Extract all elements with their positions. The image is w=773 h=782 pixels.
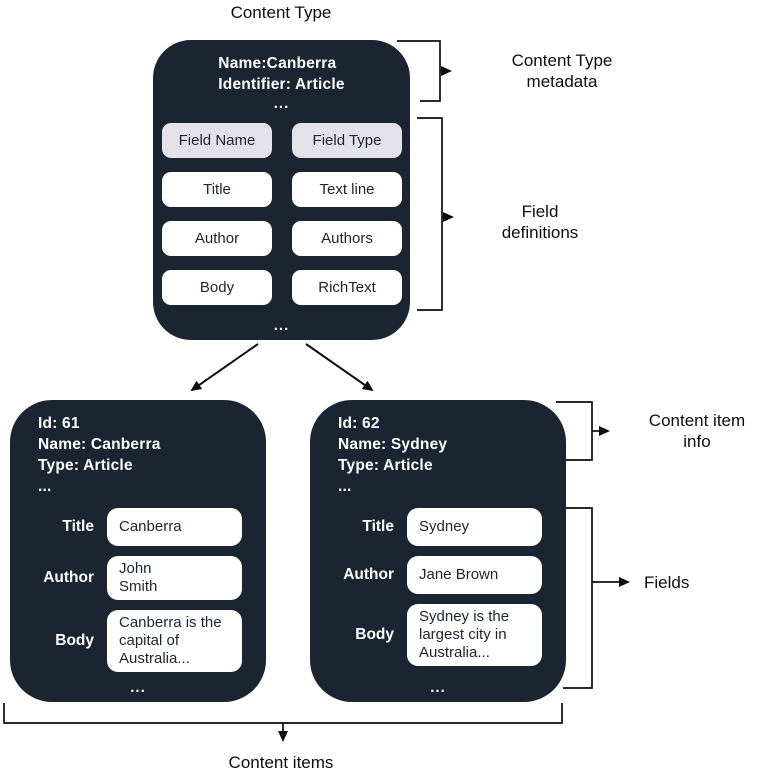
content-item-info-label: Content item info	[648, 411, 746, 451]
content-item-fields: Title Sydney Author Jane Brown Body Sydn…	[310, 508, 542, 666]
field-definitions-bracket	[417, 117, 443, 311]
content-type-meta-text: Name:Canberra Identifier: Article	[218, 55, 345, 93]
content-item-info-text: Id: 62 Name: Sydney Type: Article ...	[338, 415, 448, 495]
field-name-cell: Body	[162, 270, 272, 305]
field-row-title: Title Sydney	[310, 508, 542, 546]
field-value: Sydney	[407, 508, 542, 546]
metadata-ellipsis: ...	[273, 95, 290, 112]
field-value: Canberra	[107, 508, 242, 546]
content-item-card-sydney: Id: 62 Name: Sydney Type: Article ... Ti…	[310, 400, 566, 702]
field-value: John Smith	[107, 556, 242, 600]
field-table-header-type: Field Type	[292, 123, 402, 158]
field-type-cell: Text line	[292, 172, 402, 207]
content-type-metadata-block: Name:Canberra Identifier: Article ...	[153, 40, 410, 113]
content-type-metadata-label: Content Type metadata	[511, 51, 613, 91]
content-item-fields: Title Canberra Author John Smith Body Ca…	[10, 508, 242, 672]
field-row-title: Title Canberra	[10, 508, 242, 546]
field-type-cell: Authors	[292, 221, 402, 256]
field-value: Jane Brown	[407, 556, 542, 594]
content-item-info-text: Id: 61 Name: Canberra Type: Article ...	[38, 415, 161, 495]
field-name-cell: Author	[162, 221, 272, 256]
content-items-bracket	[3, 703, 563, 724]
field-row-author: Author John Smith	[10, 556, 242, 600]
field-label: Body	[55, 632, 94, 649]
fields-ellipsis: ...	[130, 679, 146, 696]
type-to-item-left-arrow-icon	[190, 343, 259, 392]
field-label: Author	[343, 566, 394, 583]
content-item-card-canberra: Id: 61 Name: Canberra Type: Article ... …	[10, 400, 266, 702]
field-definitions-label: Field definitions	[501, 202, 579, 242]
fields-label: Fields	[644, 573, 690, 592]
field-table-header-name: Field Name	[162, 123, 272, 158]
content-type-title: Content Type	[230, 3, 332, 22]
field-table-ellipsis: ...	[273, 317, 290, 334]
fields-ellipsis: ...	[430, 679, 446, 696]
field-value: Canberra is the capital of Australia...	[107, 610, 242, 672]
field-row-body: Body Canberra is the capital of Australi…	[10, 610, 242, 672]
field-definitions-table: Field Name Field Type Title Text line Au…	[162, 123, 402, 305]
content-items-label: Content items	[228, 753, 334, 772]
field-value: Sydney is the largest city in Australia.…	[407, 604, 542, 666]
field-label: Title	[62, 518, 94, 535]
field-label: Title	[362, 518, 394, 535]
fields-bracket	[563, 507, 593, 689]
field-row-author: Author Jane Brown	[310, 556, 542, 594]
field-name-cell: Title	[162, 172, 272, 207]
type-to-item-right-arrow-icon	[305, 343, 374, 392]
field-label: Body	[355, 626, 394, 643]
field-type-cell: RichText	[292, 270, 402, 305]
field-row-body: Body Sydney is the largest city in Austr…	[310, 604, 542, 666]
content-type-card: Name:Canberra Identifier: Article ... Fi…	[153, 40, 410, 340]
field-label: Author	[43, 569, 94, 586]
